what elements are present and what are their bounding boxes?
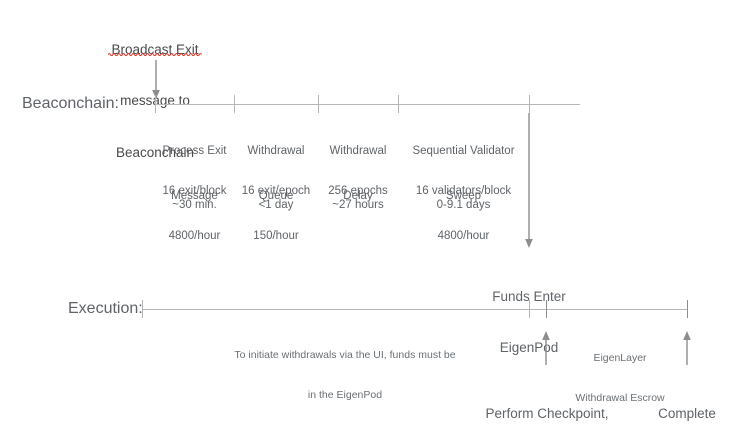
broadcast-exit-label: Broadcast Exit message to Beaconchain: [85, 6, 225, 196]
stage-3-name: Sequential Validator Sweep: [398, 115, 529, 233]
beaconchain-row-label: Beaconchain:: [22, 95, 119, 112]
stage-3-name-line1: Sequential Validator: [412, 145, 515, 158]
complete-withdrawal-line1: Complete: [658, 405, 716, 421]
broadcast-to-beaconchain-arrow-icon: [152, 60, 160, 99]
stage-1-name-line1: Withdrawal: [247, 145, 305, 158]
execution-tick-funds-enter: [529, 300, 530, 318]
stage-0-rate-line2: 4800/hour: [168, 229, 221, 242]
execution-tick-checkpoint: [546, 300, 547, 318]
stage-3-rate-line1: 16 validators/block: [415, 185, 512, 198]
stage-0-name: Process Exit Message: [155, 115, 234, 233]
complete-withdrawal-label: Complete Withdrawal: [637, 370, 737, 424]
stage-1-rate: 16 exit/epoch 150/hour: [232, 155, 320, 273]
complete-withdrawal-arrow-icon: [683, 331, 691, 365]
stage-3-duration: 0-9.1 days: [436, 199, 491, 211]
stage-1-rate-line1: 16 exit/epoch: [241, 185, 311, 198]
stage-2-name-line2: Delay: [343, 189, 373, 202]
stage-1-name-line2: Queue: [258, 189, 294, 202]
perform-checkpoint-label: Perform Checkpoint, Queue Withdrawal: [473, 370, 621, 424]
beaconchain-tick-2: [318, 95, 319, 113]
beaconchain-tick-0: [155, 95, 156, 113]
stage-0-name-line1: Process Exit: [162, 145, 227, 158]
execution-timeline-axis: [142, 309, 687, 310]
stage-3-name-line2: Sweep: [445, 189, 482, 202]
eigenlayer-withdrawal-escrow-label: EigenLayer Withdrawal Escrow: [556, 325, 684, 424]
broadcast-exit-line1: Broadcast Exit: [111, 41, 199, 57]
beaconchain-tick-4: [529, 95, 530, 113]
stage-2-name-line1: Withdrawal: [329, 145, 387, 158]
execution-note-line1: To initiate withdrawals via the UI, fund…: [234, 348, 456, 361]
execution-tick-complete: [687, 300, 688, 318]
sweep-to-eigenpod-arrow-icon: [525, 113, 533, 248]
spellcheck-underline-icon: [108, 53, 202, 56]
escrow-line2: Withdrawal Escrow: [575, 392, 665, 405]
escrow-line1: EigenLayer: [593, 351, 647, 364]
perform-checkpoint-line1: Perform Checkpoint,: [485, 405, 609, 421]
stage-3-rate: 16 validators/block 4800/hour: [398, 155, 529, 273]
funds-enter-line1: Funds Enter: [492, 288, 566, 304]
stage-1-rate-line2: 150/hour: [253, 229, 299, 242]
beaconchain-tick-1: [234, 95, 235, 113]
stage-1-name: Withdrawal Queue: [234, 115, 318, 233]
stage-3-rate-line2: 4800/hour: [437, 229, 490, 242]
funds-enter-eigenpod-label: Funds Enter EigenPod: [459, 253, 599, 391]
execution-note-line2: in the EigenPod: [307, 389, 383, 402]
stage-2-duration: ~27 hours: [332, 199, 384, 211]
stage-2-rate: 256 epochs: [318, 155, 398, 229]
stage-1-duration: <1 day: [258, 199, 294, 211]
execution-tick-start: [142, 300, 143, 318]
beaconchain-tick-3: [398, 95, 399, 113]
stage-0-rate: 16 exit/block 4800/hour: [151, 155, 238, 273]
execution-row-label: Execution:: [68, 300, 143, 317]
funds-enter-line2: EigenPod: [499, 340, 559, 356]
stage-2-name: Withdrawal Delay: [318, 115, 398, 233]
stage-2-rate-line1: 256 epochs: [328, 185, 388, 198]
execution-note: To initiate withdrawals via the UI, fund…: [165, 322, 525, 424]
beaconchain-timeline-axis: [155, 104, 580, 105]
perform-checkpoint-arrow-icon: [542, 331, 550, 365]
broadcast-exit-line3: Beaconchain: [115, 145, 195, 161]
stage-0-duration: ~30 min.: [172, 199, 217, 211]
stage-0-name-line2: Message: [171, 189, 218, 202]
stage-0-rate-line1: 16 exit/block: [162, 185, 227, 198]
